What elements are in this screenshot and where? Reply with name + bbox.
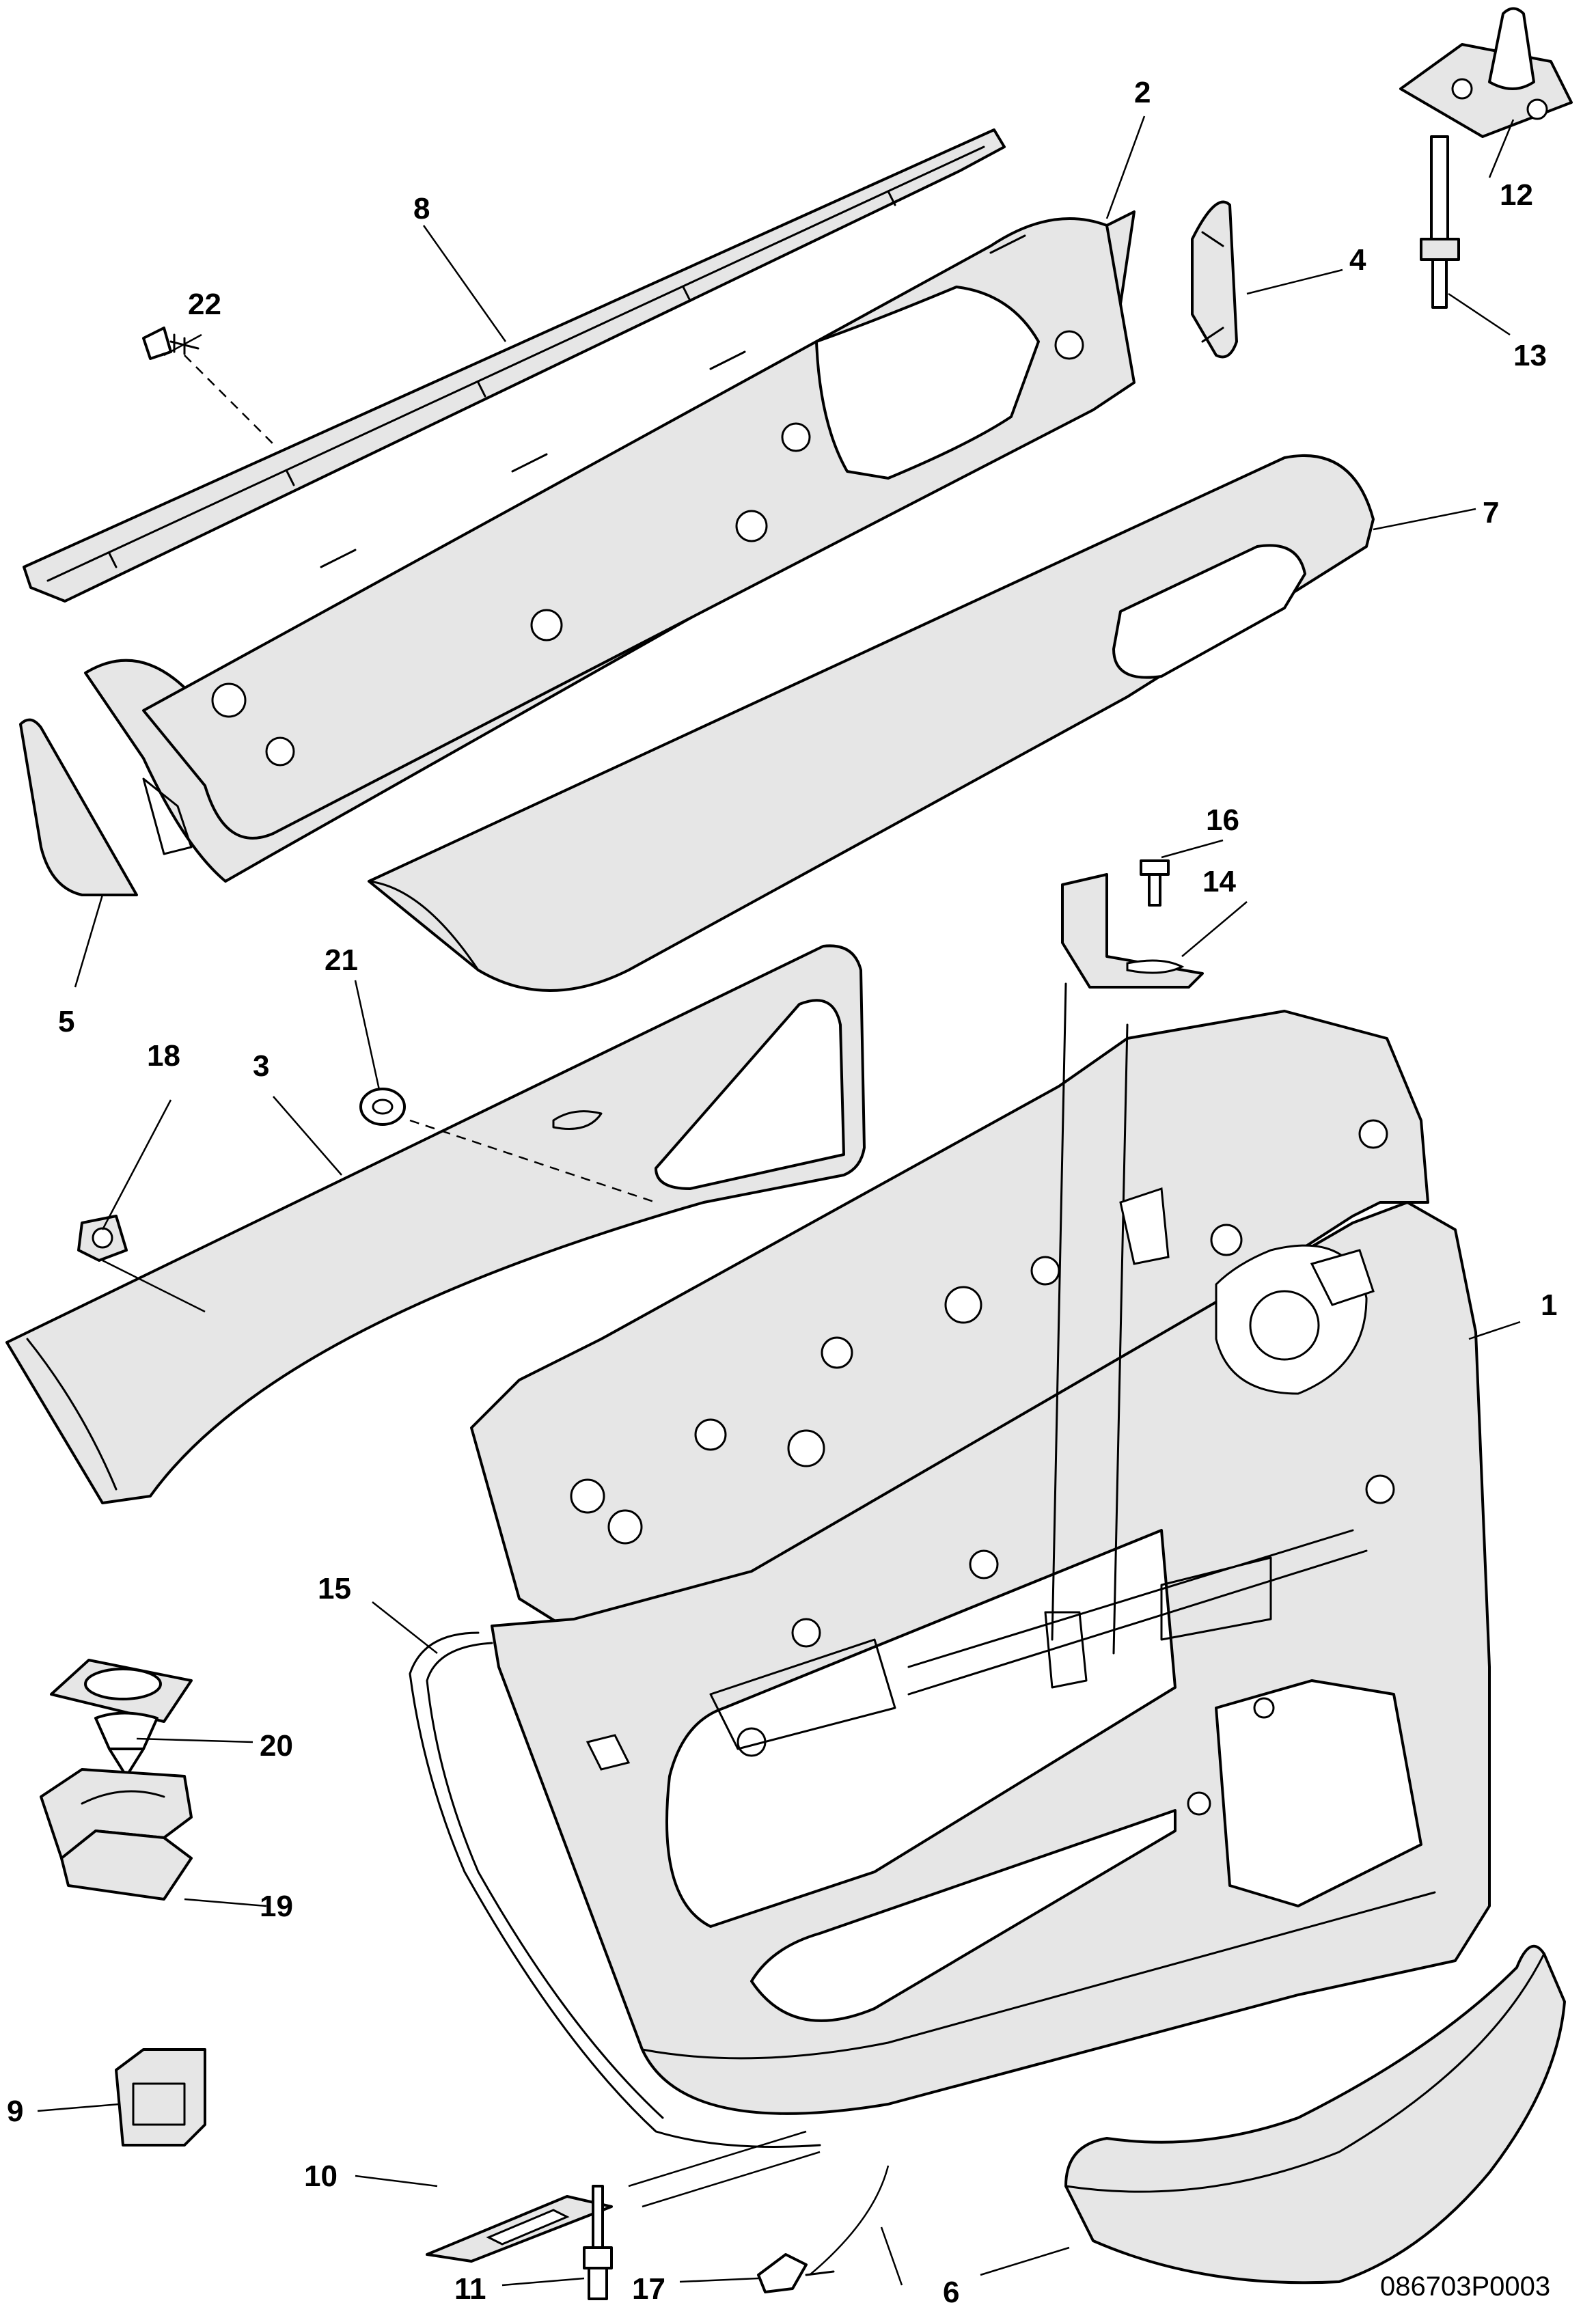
part-19-clip [40, 1768, 193, 1901]
callout-15: 15 [318, 1572, 351, 1605]
callout-labels: 1 2 3 4 5 6 7 8 9 10 11 12 13 14 15 16 1… [7, 76, 1557, 2305]
callout-22: 22 [188, 288, 221, 321]
callout-18: 18 [147, 1039, 180, 1073]
callout-8: 8 [413, 192, 430, 225]
callout-7: 7 [1483, 496, 1499, 529]
callout-1: 1 [1541, 1288, 1557, 1322]
leader-lines [37, 115, 1521, 2287]
callout-5: 5 [58, 1005, 74, 1038]
callout-3: 3 [253, 1049, 269, 1083]
part-1-door-carrier [470, 982, 1491, 2115]
part-9-clip [115, 2048, 206, 2147]
part-4-trim-piece [1191, 200, 1238, 359]
part-15-seal [409, 1631, 821, 2148]
callout-9: 9 [7, 2095, 23, 2128]
part-17-screw [757, 2253, 835, 2293]
part-6-lower-trim [1064, 1944, 1566, 2285]
part-11-rivet [583, 2185, 613, 2300]
part-22-screw [142, 327, 200, 360]
part-10-plate [426, 2195, 613, 2263]
callout-21: 21 [325, 943, 358, 977]
reference-code: 086703P0003 [1380, 2272, 1550, 2302]
part-16-screw [1140, 859, 1170, 907]
callout-6: 6 [943, 2276, 959, 2305]
part-20-clip [50, 1659, 193, 1778]
callout-14: 14 [1202, 865, 1236, 898]
callout-4: 4 [1349, 243, 1366, 277]
callout-13: 13 [1513, 339, 1547, 372]
callout-10: 10 [304, 2159, 338, 2193]
part-5-corner-trim [19, 718, 138, 896]
callout-12: 12 [1500, 178, 1533, 212]
part-3-armrest-trim [5, 944, 866, 1504]
part-2-upper-panel [84, 210, 1136, 883]
callout-11: 11 [454, 2272, 486, 2305]
callout-20: 20 [260, 1729, 293, 1763]
part-21-washer [359, 1088, 406, 1126]
part-8-waist-strip [23, 128, 1006, 603]
callout-19: 19 [260, 1890, 293, 1923]
callout-16: 16 [1206, 803, 1239, 837]
part-18-grommet [77, 1215, 128, 1262]
part-14-bracket [1061, 873, 1204, 989]
callout-2: 2 [1134, 76, 1151, 109]
part-7-middle-trim [368, 454, 1375, 992]
part-13-pin [1420, 135, 1460, 309]
part-12-bracket [1399, 7, 1573, 138]
callout-17: 17 [632, 2272, 665, 2305]
